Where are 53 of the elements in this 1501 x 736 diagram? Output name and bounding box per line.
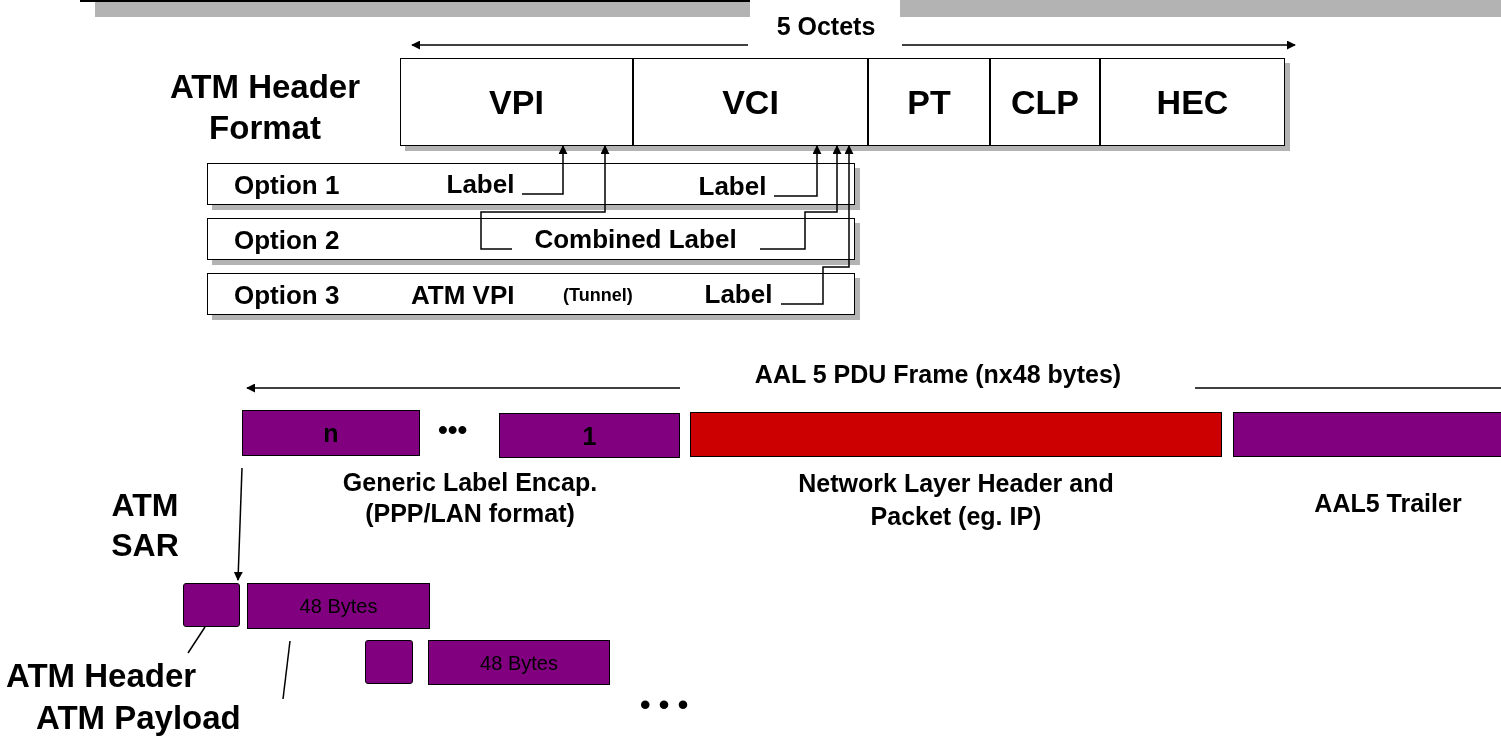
leader-line xyxy=(187,626,206,654)
frame-bar xyxy=(1233,412,1501,457)
section-title: ATM Header Format xyxy=(168,67,362,149)
segment-label: 1 xyxy=(582,421,597,450)
segment-label: HEC xyxy=(1156,82,1229,122)
field-label: (Tunnel) xyxy=(563,284,633,306)
option-row xyxy=(207,163,855,205)
segment-label: VCI xyxy=(722,82,779,122)
header-field xyxy=(1100,58,1285,146)
caption: Generic Label Encap. (PPP/LAN format) xyxy=(341,467,599,530)
segment-label: n xyxy=(323,418,339,448)
header-cell xyxy=(183,583,240,627)
section-title: ATM SAR xyxy=(110,486,180,565)
ellipsis: ••• xyxy=(438,413,469,447)
field-label: Label xyxy=(439,167,522,200)
segment-label: PT xyxy=(907,82,951,122)
bar-caption: Network Layer Header and Packet (eg. IP) xyxy=(797,468,1115,532)
header-field xyxy=(990,58,1100,146)
cell-segment xyxy=(428,640,610,685)
option-label: Option 2 xyxy=(234,225,340,257)
option-row xyxy=(207,273,855,315)
bar-caption: AAL5 Trailer xyxy=(1313,488,1463,519)
header-cell xyxy=(365,640,413,684)
header-field xyxy=(633,58,868,146)
callout-text: ATM Payload xyxy=(36,699,291,736)
callout-text: ATM Header xyxy=(6,655,242,697)
field-label: ATM VPI xyxy=(411,280,515,312)
header-field xyxy=(400,58,633,146)
arrow xyxy=(773,145,822,197)
segment-label: VPI xyxy=(489,82,544,122)
cell-segment xyxy=(247,583,430,629)
leader-line xyxy=(282,640,291,700)
dimension-label: 5 Octets xyxy=(775,11,877,42)
field-label: Combined Label xyxy=(511,222,760,255)
arrow xyxy=(759,145,842,250)
segment-label: 48 Bytes xyxy=(299,594,378,618)
frame-segment xyxy=(242,410,420,456)
field-label: Label xyxy=(696,277,781,310)
frame-bar xyxy=(690,412,1222,457)
segment-label: CLP xyxy=(1011,82,1079,122)
arrow xyxy=(780,145,854,305)
dimension-label: AAL 5 PDU Frame (nx48 bytes) xyxy=(753,359,1123,390)
ellipsis: • • • xyxy=(640,687,690,723)
arrow xyxy=(480,145,610,250)
header-field xyxy=(868,58,990,146)
option-label: Option 1 xyxy=(234,170,340,202)
arrow xyxy=(233,467,243,581)
frame-segment xyxy=(499,413,680,458)
option-label: Option 3 xyxy=(234,280,340,312)
field-label: Label xyxy=(691,169,774,202)
arrow xyxy=(521,145,568,195)
option-row xyxy=(207,218,855,260)
segment-label: 48 Bytes xyxy=(480,651,558,674)
